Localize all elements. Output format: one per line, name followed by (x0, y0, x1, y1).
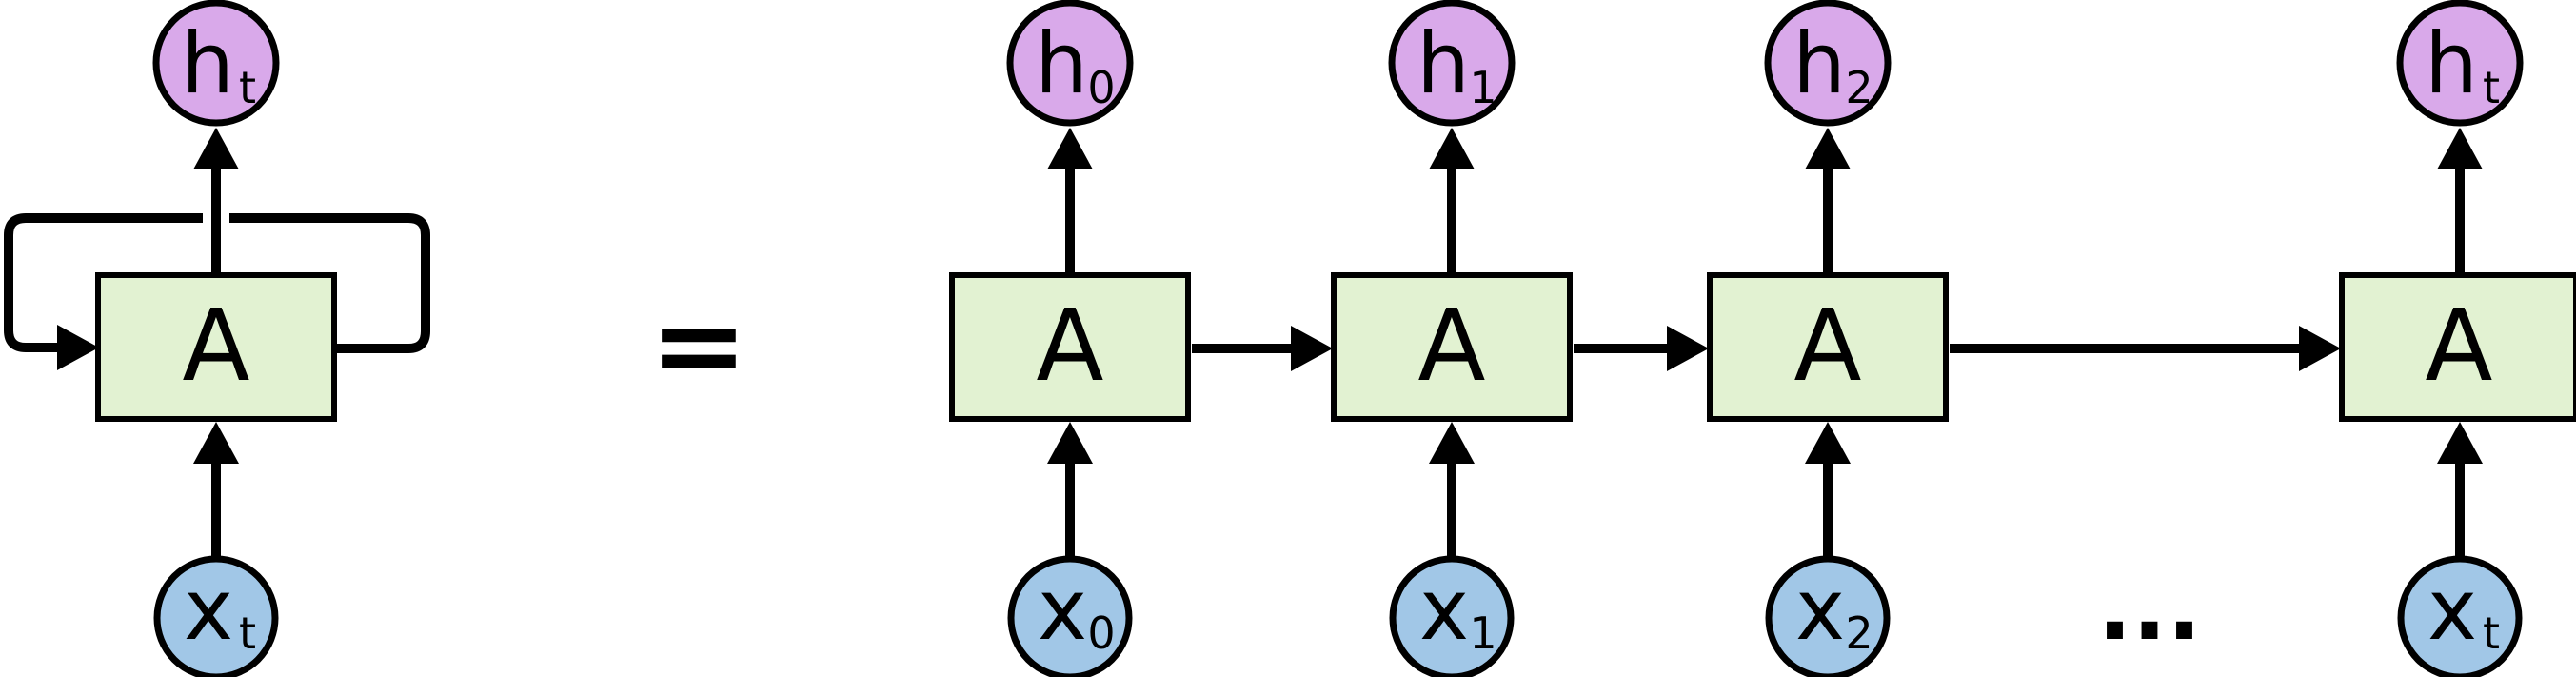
input-node (1007, 555, 1133, 677)
ellipsis: ... (2097, 554, 2201, 661)
input-node-label: x (1038, 561, 1087, 659)
output-node (1388, 0, 1516, 127)
cell-label: A (1036, 288, 1103, 404)
cell-box (1707, 272, 1949, 422)
cell-label: A (2425, 288, 2492, 404)
output-node-subscript: t (239, 62, 256, 113)
unrolled-unit-0: A h 0 x 0 (949, 0, 1191, 677)
output-node-subscript: 2 (1845, 62, 1873, 113)
cell-box (2339, 272, 2576, 422)
input-node (1389, 555, 1515, 677)
output-node-label: h (1035, 14, 1088, 112)
cell-label: A (182, 288, 249, 404)
output-node-label: h (2425, 14, 2478, 112)
output-node (152, 0, 280, 127)
input-node (1765, 555, 1891, 677)
equals-sign: = (649, 277, 748, 414)
cell-box (949, 272, 1191, 422)
input-node-label: x (2427, 561, 2477, 659)
input-node-label: x (1419, 561, 1469, 659)
input-node-label: x (184, 561, 233, 659)
cell-box (95, 272, 337, 422)
output-node-subscript: t (2483, 62, 2500, 113)
output-node-label: h (1417, 14, 1470, 112)
input-node-subscript: t (239, 607, 256, 659)
input-node-label: x (1795, 561, 1845, 659)
input-node-subscript: 2 (1845, 607, 1873, 659)
input-node (153, 555, 279, 677)
output-node (1764, 0, 1892, 127)
folded-rnn-unit: A h t x t (4, 0, 430, 677)
unrolled-unit-1: A h 1 x 1 (1331, 0, 1573, 677)
input-node-subscript: 1 (1469, 607, 1496, 659)
output-node-label: h (1793, 14, 1846, 112)
input-node (2397, 555, 2523, 677)
cell-label: A (1793, 288, 1861, 404)
cell-box (1331, 272, 1573, 422)
output-node (2396, 0, 2524, 127)
output-node-label: h (181, 14, 234, 112)
unrolled-unit-2: A h 2 x 2 (1707, 0, 1949, 677)
unrolled-unit-t: A h t x t (2339, 0, 2576, 677)
cell-label: A (1417, 288, 1485, 404)
input-node-subscript: t (2483, 607, 2500, 659)
output-node-subscript: 0 (1087, 62, 1115, 113)
output-node-subscript: 1 (1469, 62, 1496, 113)
input-node-subscript: 0 (1087, 607, 1115, 659)
output-node (1006, 0, 1134, 127)
